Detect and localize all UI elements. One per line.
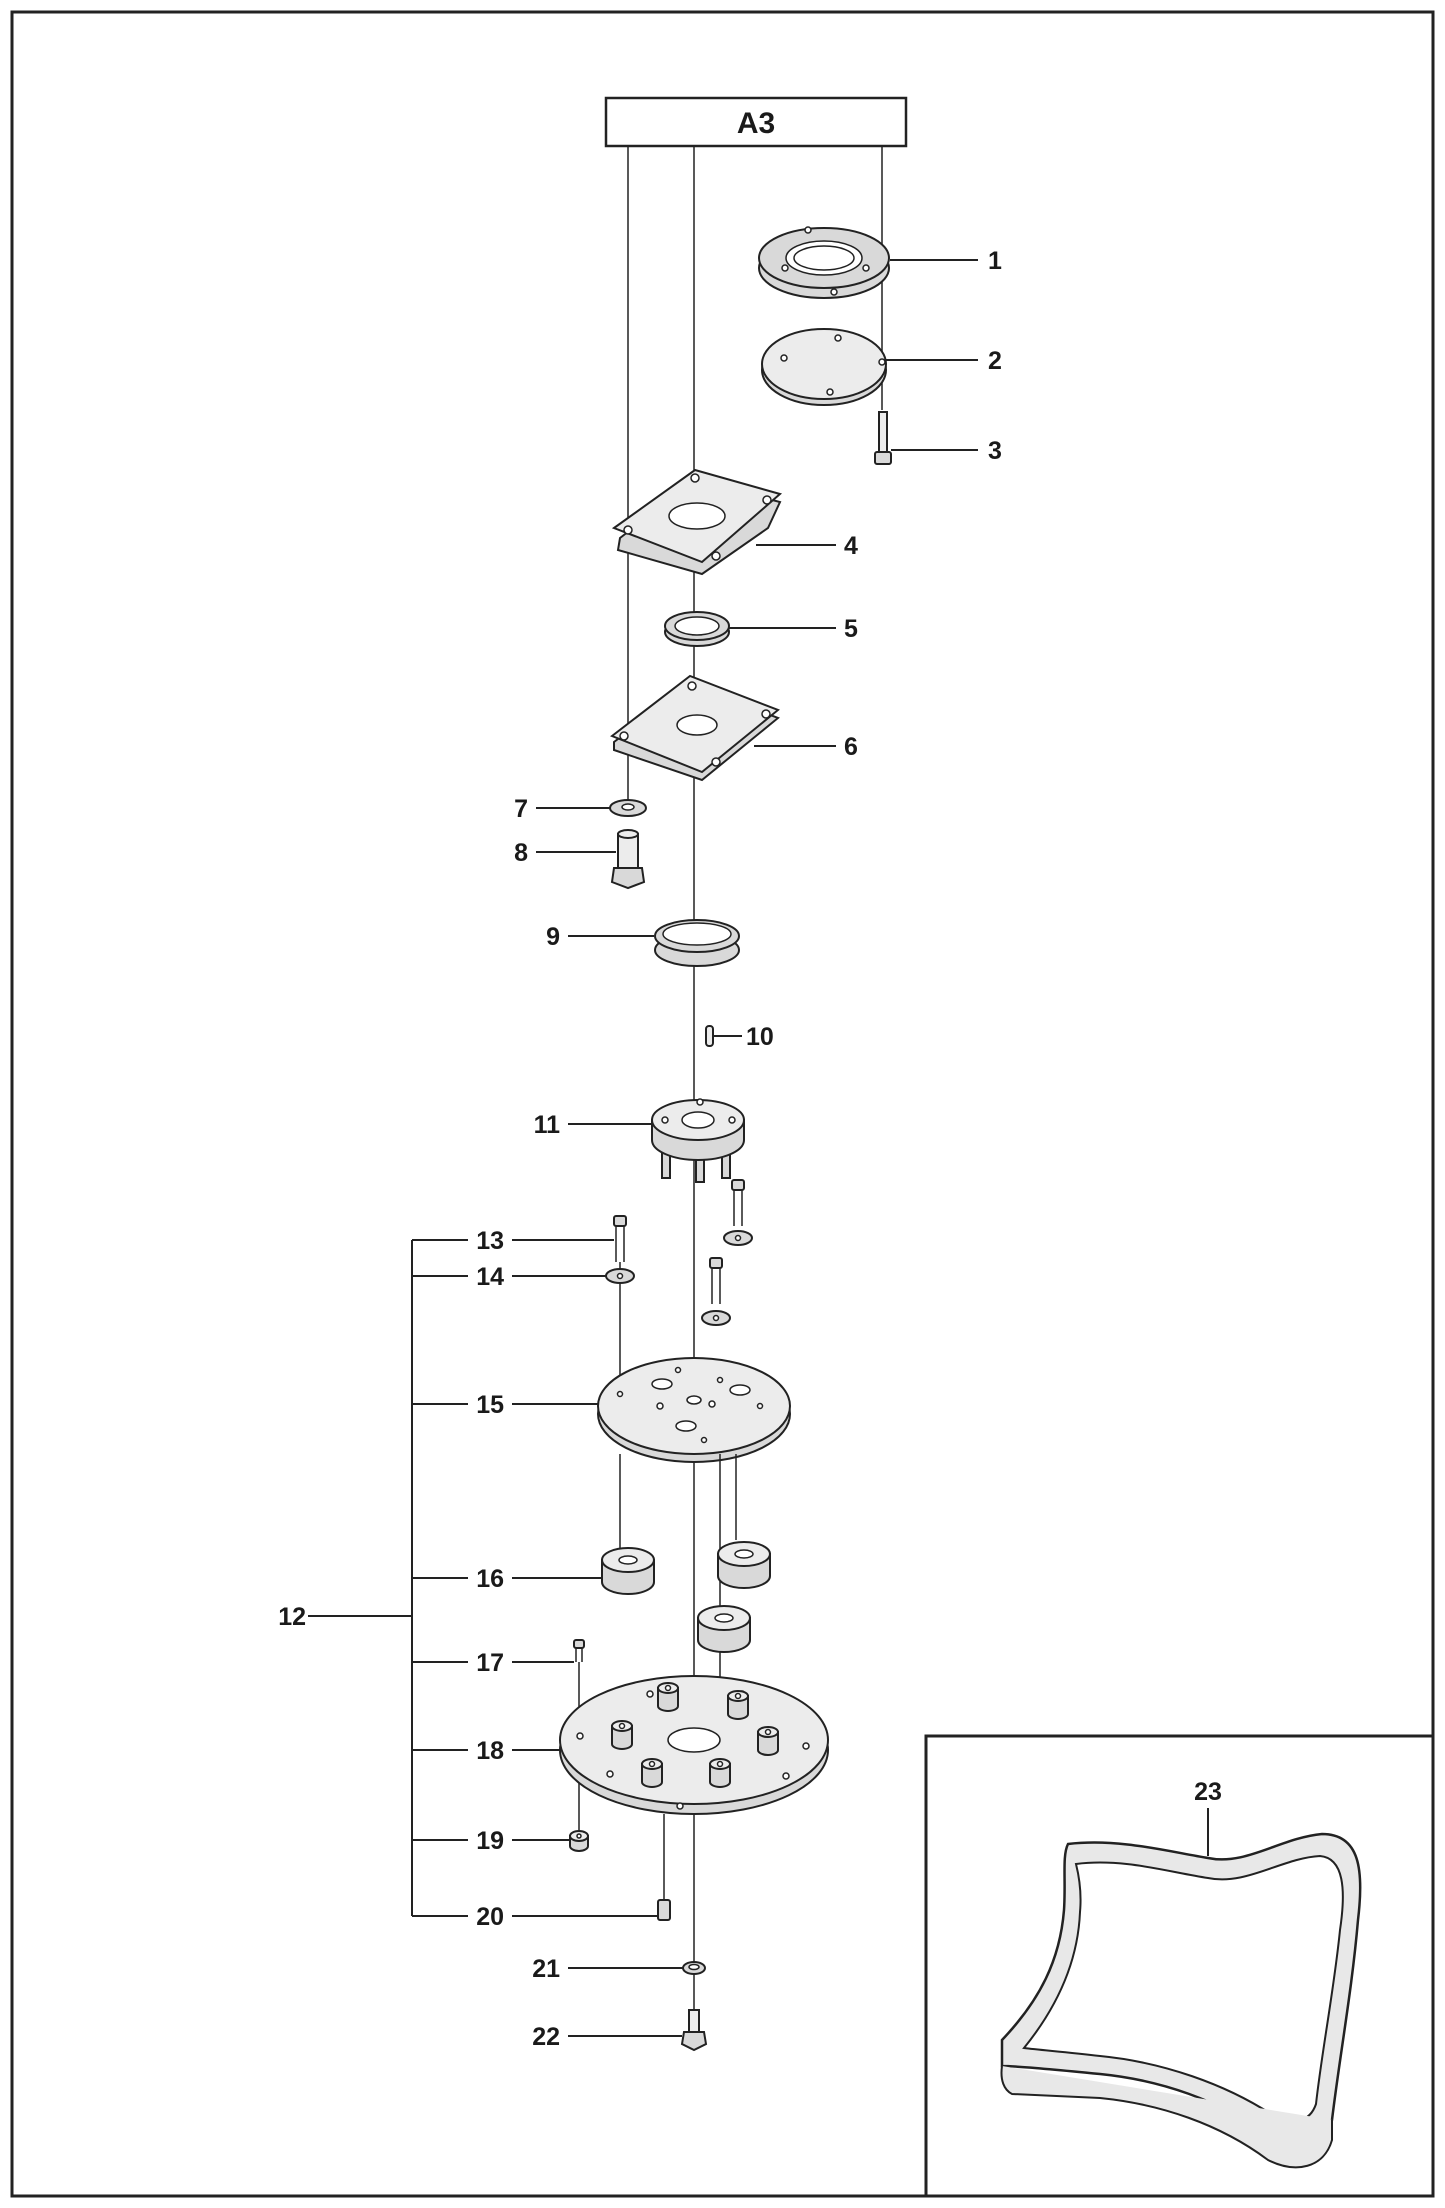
part-13-screw-right [709,1179,745,1304]
callout-19: 19 [476,1827,504,1855]
part-3-bolt [874,411,892,465]
part-2-cover-plate [761,328,887,406]
callout-1: 1 [988,247,1002,275]
callout-11: 11 [534,1111,561,1139]
part-13-screw [613,1215,627,1390]
callout-5: 5 [844,615,858,643]
part-16-spacer [601,1541,771,1653]
callout-4: 4 [844,532,858,560]
callout-12: 12 [278,1603,306,1631]
callout-20: 20 [476,1903,504,1931]
callout-18: 18 [476,1737,504,1765]
callout-13: 13 [476,1227,504,1255]
callout-14: 14 [476,1263,504,1291]
part-8-stud [610,829,646,890]
leader-lines-left [512,807,683,2037]
outer-frame [10,10,1435,2198]
part-10-pin [705,1025,714,1047]
part-11-hub [651,1098,745,1183]
part-20-screw [657,1814,671,1921]
part-4-square-plate [611,468,783,576]
callout-6: 6 [844,733,858,761]
part-14-washer [605,1230,753,1326]
callout-9: 9 [546,923,560,951]
callout-7: 7 [514,795,528,823]
part-6-square-plate [609,674,780,782]
part-18-lower-disc [559,1675,829,1815]
part-15-upper-disc [597,1357,791,1463]
callout-22: 22 [532,2023,560,2051]
part-1-bearing-housing [758,226,890,299]
callout-10: 10 [746,1023,774,1051]
callout-21: 21 [532,1955,560,1983]
part-19-nut [569,1830,589,1852]
callout-16: 16 [476,1565,504,1593]
callout-23: 23 [1194,1778,1222,1806]
part-23-belt [1000,1832,1362,2169]
callout-15: 15 [476,1391,504,1419]
part-9-large-ring [654,919,740,967]
callout-17: 17 [476,1649,504,1677]
callout-2: 2 [988,347,1002,375]
part-7-washer [609,799,647,817]
part-22-bolt [680,2009,708,2052]
callout-3: 3 [988,437,1002,465]
assembly-title-box: A3 [604,96,908,148]
callout-numbers: 1 2 3 4 5 6 7 8 9 10 11 12 13 14 15 16 1… [278,247,1002,2051]
leader-lines-right [714,259,978,1037]
inset-box: 23 [924,1734,1435,2198]
assembly-12-bracket [308,1239,468,1917]
part-21-washer [682,1961,706,1975]
callout-8: 8 [514,839,528,867]
assembly-title: A3 [737,107,775,140]
part-18-bosses [611,1682,779,1788]
part-5-seal-ring [664,611,730,647]
